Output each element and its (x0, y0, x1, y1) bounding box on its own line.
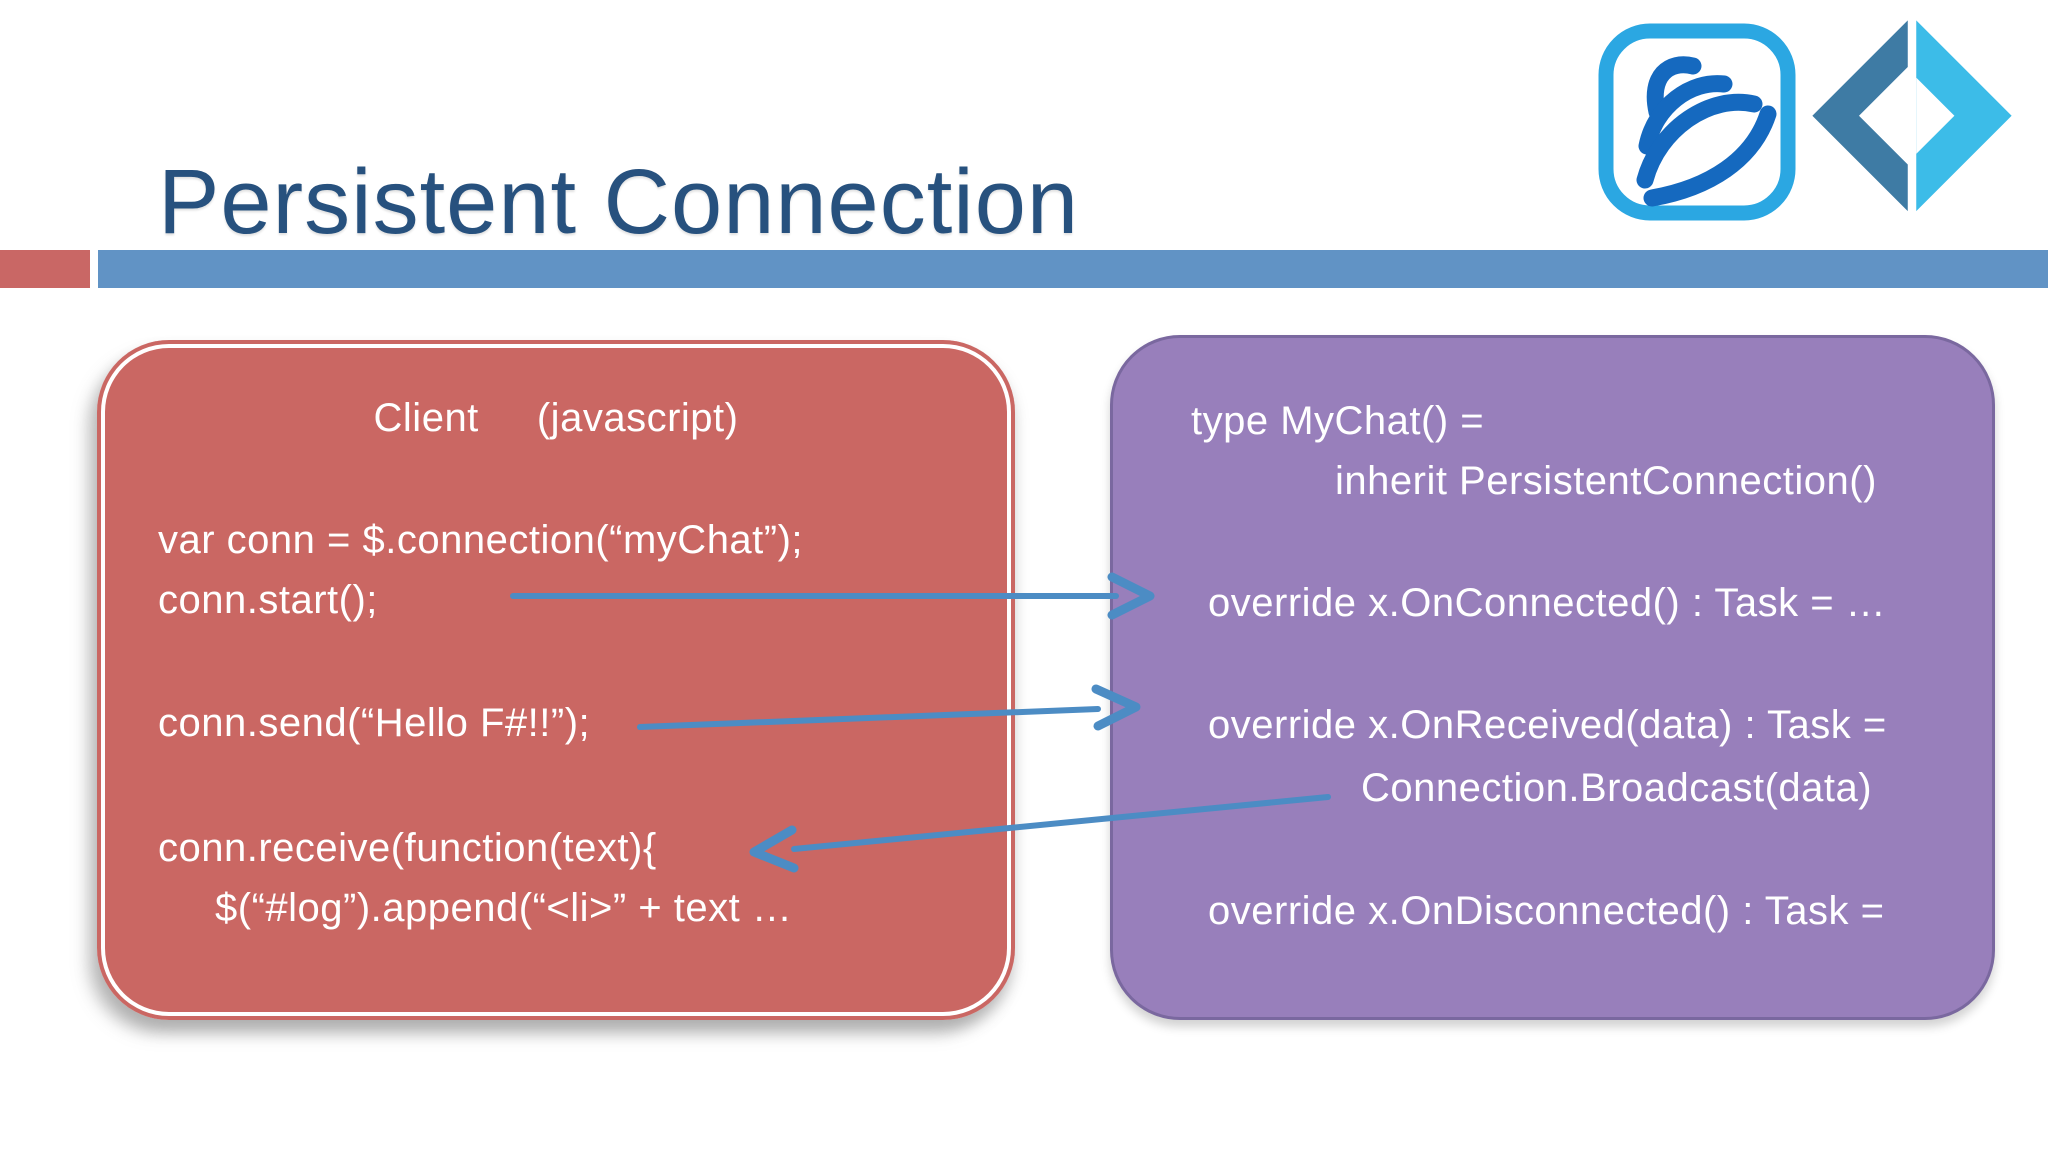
slide-title: Persistent Connection (158, 150, 1080, 253)
client-code-line-connection: var conn = $.connection(“myChat”); (158, 518, 804, 562)
client-code-line-append: $(“#log”).append(“<li>” + text … (215, 886, 793, 930)
accent-bar-blue-segment (98, 250, 2048, 288)
client-box-header: Client (javascript) (373, 396, 739, 440)
server-code-line-ondisconnected: override x.OnDisconnected() : Task = (1208, 889, 1885, 933)
client-javascript-box: Client (javascript) var conn = $.connect… (97, 340, 1015, 1020)
server-code-line-type: type MyChat() = (1191, 399, 1485, 443)
server-code-line-broadcast: Connection.Broadcast(data) (1361, 766, 1873, 810)
accent-bar-red-segment (0, 250, 90, 288)
server-code-line-onconnected: override x.OnConnected() : Task = … (1208, 581, 1887, 625)
client-code-line-send: conn.send(“Hello F#!!”); (158, 701, 591, 745)
client-code-line-receive: conn.receive(function(text){ (158, 826, 657, 870)
client-code-line-start: conn.start(); (158, 578, 378, 622)
server-code-line-onreceived: override x.OnReceived(data) : Task = (1208, 703, 1887, 747)
fsharp-logo-icon (1812, 20, 2012, 212)
server-code-line-inherit: inherit PersistentConnection() (1335, 459, 1877, 503)
signalr-logo-icon (1598, 23, 1796, 221)
server-fsharp-box: type MyChat() = inherit PersistentConnec… (1110, 335, 1995, 1020)
